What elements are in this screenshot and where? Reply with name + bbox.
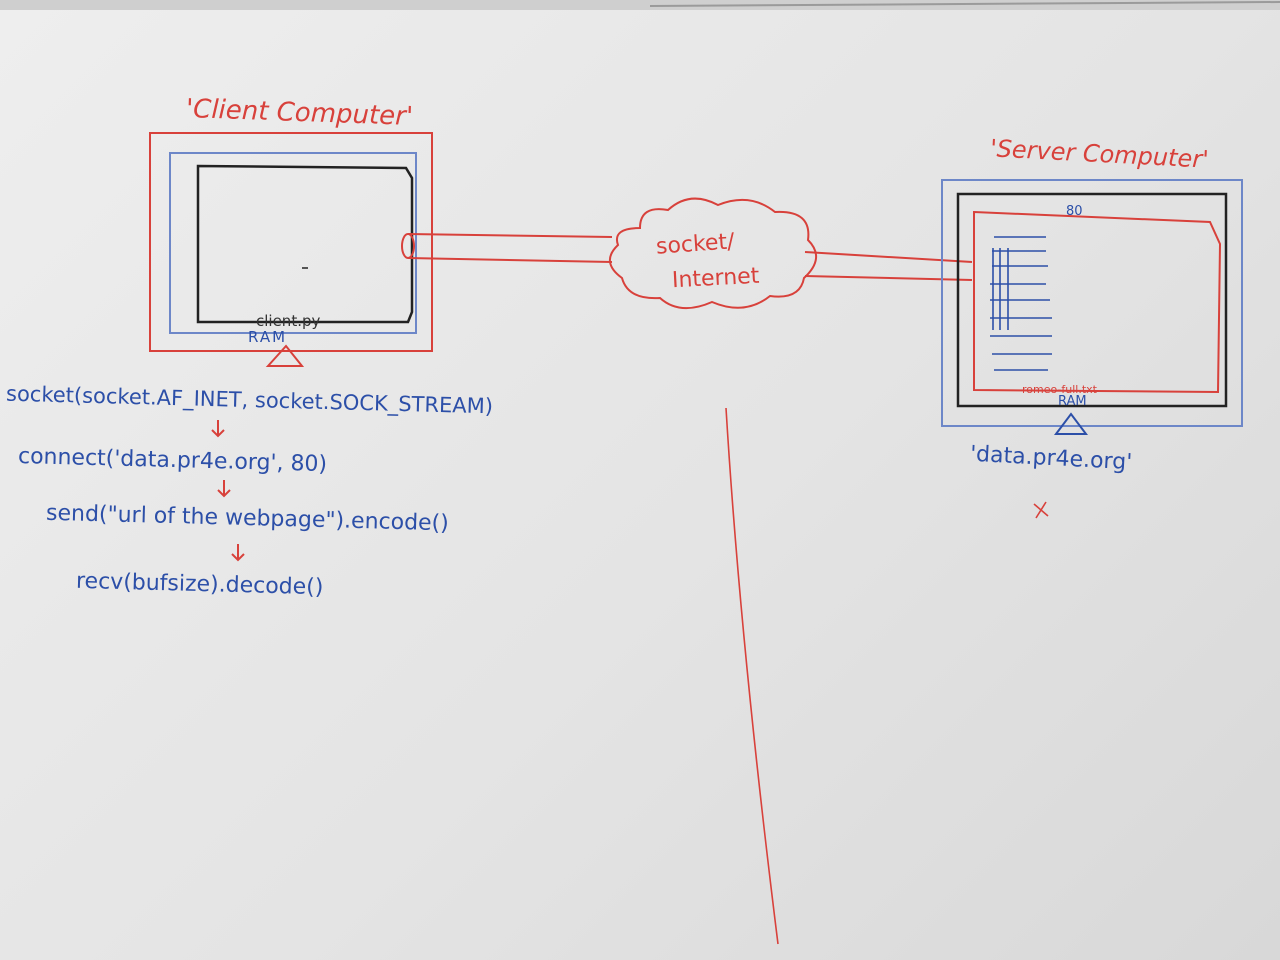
board-divider [725,407,779,945]
server-outer-frame [941,179,1243,427]
client-ram-frame [169,152,417,334]
board-rail [0,0,1280,10]
server-port-label: 80 [1066,204,1083,219]
cloud-label-line2: Internet [671,263,760,294]
server-file-label: romeo-full.txt [1022,383,1097,396]
server-computer [941,179,1243,519]
client-screen [196,164,414,324]
server-stand [1054,412,1088,435]
server-ram-label: RAM [1058,394,1087,409]
internet-cloud [609,197,817,309]
server-screen [973,210,1222,394]
client-ram-label: RAM [248,328,288,346]
network-pipe [401,233,973,281]
client-program-label: client.py [256,312,321,330]
cross-mark [1033,501,1049,519]
client-stand [265,344,305,367]
server-ram-frame [956,192,1228,408]
flow-arrows [211,420,245,562]
client-computer [149,132,433,367]
server-file-lines [990,236,1052,371]
